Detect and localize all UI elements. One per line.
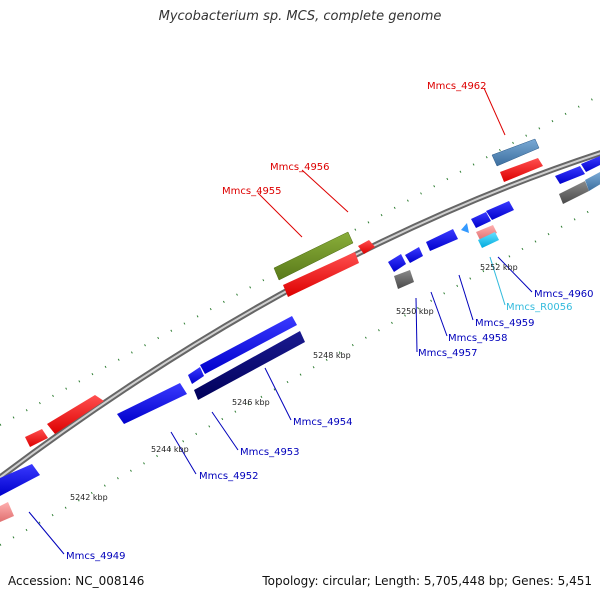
label-mmcs-4958[interactable]: Mmcs_4958 <box>448 333 508 344</box>
label-mmcs-4960[interactable]: Mmcs_4960 <box>534 289 594 300</box>
gene-right-2[interactable] <box>581 156 600 172</box>
gene-right-1[interactable] <box>555 166 585 184</box>
forward-genes <box>25 138 543 447</box>
tick-marks-outer <box>0 94 600 426</box>
reverse-genes <box>0 156 600 496</box>
gene-mmcs-4960[interactable] <box>471 212 491 228</box>
gene-mmcs-4958[interactable] <box>405 247 423 263</box>
genome-summary: Topology: circular; Length: 5,705,448 bp… <box>262 574 592 588</box>
gene-pink-left[interactable] <box>0 502 14 522</box>
gene-mmcs-4955[interactable] <box>283 252 359 297</box>
label-mmcs-4954[interactable]: Mmcs_4954 <box>293 417 353 428</box>
gene-other-1[interactable] <box>394 270 414 289</box>
gene-mmcs-4961[interactable] <box>486 201 514 220</box>
gene-mmcs-4953b[interactable] <box>188 367 204 384</box>
gene-forward-small[interactable] <box>25 429 48 447</box>
scale-label-5252: 5252 kbp <box>480 263 518 272</box>
other-genes <box>0 172 600 522</box>
gene-mmcs-4962-highlight[interactable] <box>491 138 540 167</box>
gene-mmcs-4956[interactable] <box>358 240 375 254</box>
gene-pink-1[interactable] <box>476 225 497 240</box>
label-mmcs-4949[interactable]: Mmcs_4949 <box>66 551 126 562</box>
gene-other-3[interactable] <box>585 172 600 191</box>
tick-track-outer <box>0 94 600 426</box>
label-mmcs-4959[interactable]: Mmcs_4959 <box>475 318 535 329</box>
gene-mmcs-4955-highlight[interactable] <box>273 231 354 281</box>
scale-labels: 5242 kbp 5244 kbp 5246 kbp 5248 kbp 5250… <box>70 263 518 502</box>
gene-mmcs-4959[interactable] <box>426 229 458 251</box>
label-mmcs-4955[interactable]: Mmcs_4955 <box>222 186 282 197</box>
gene-left-1[interactable] <box>0 464 40 496</box>
genome-title: Mycobacterium sp. MCS, complete genome <box>158 9 442 24</box>
accession-label: Accession: NC_008146 <box>8 574 145 588</box>
scale-label-5244: 5244 kbp <box>151 445 189 454</box>
gene-mmcs-4953[interactable] <box>200 316 297 374</box>
gene-forward-left[interactable] <box>47 395 104 434</box>
gene-tiny-marker[interactable] <box>461 223 469 233</box>
scale-label-5242: 5242 kbp <box>70 493 108 502</box>
label-mmcs-4953[interactable]: Mmcs_4953 <box>240 447 300 458</box>
scale-label-5248: 5248 kbp <box>313 351 351 360</box>
gene-labels: Mmcs_4962 Mmcs_4956 Mmcs_4955 Mmcs_4960 … <box>66 81 594 562</box>
gene-mmcs-4957[interactable] <box>388 254 406 272</box>
label-mmcs-4956[interactable]: Mmcs_4956 <box>270 162 330 173</box>
scale-label-5250: 5250 kbp <box>396 307 434 316</box>
gene-mmcs-4962[interactable] <box>500 158 543 182</box>
gene-other-2[interactable] <box>559 181 589 204</box>
label-mmcs-4957[interactable]: Mmcs_4957 <box>418 348 478 359</box>
scale-label-5246: 5246 kbp <box>232 398 270 407</box>
gene-mmcs-4954[interactable] <box>194 331 305 400</box>
gene-mmcs-4952[interactable] <box>117 383 187 424</box>
label-mmcs-4952[interactable]: Mmcs_4952 <box>199 471 259 482</box>
gene-mmcs-r0056[interactable] <box>478 232 499 248</box>
leader-lines <box>28 87 533 555</box>
label-mmcs-r0056[interactable]: Mmcs_R0056 <box>506 302 572 313</box>
label-mmcs-4962[interactable]: Mmcs_4962 <box>427 81 487 92</box>
